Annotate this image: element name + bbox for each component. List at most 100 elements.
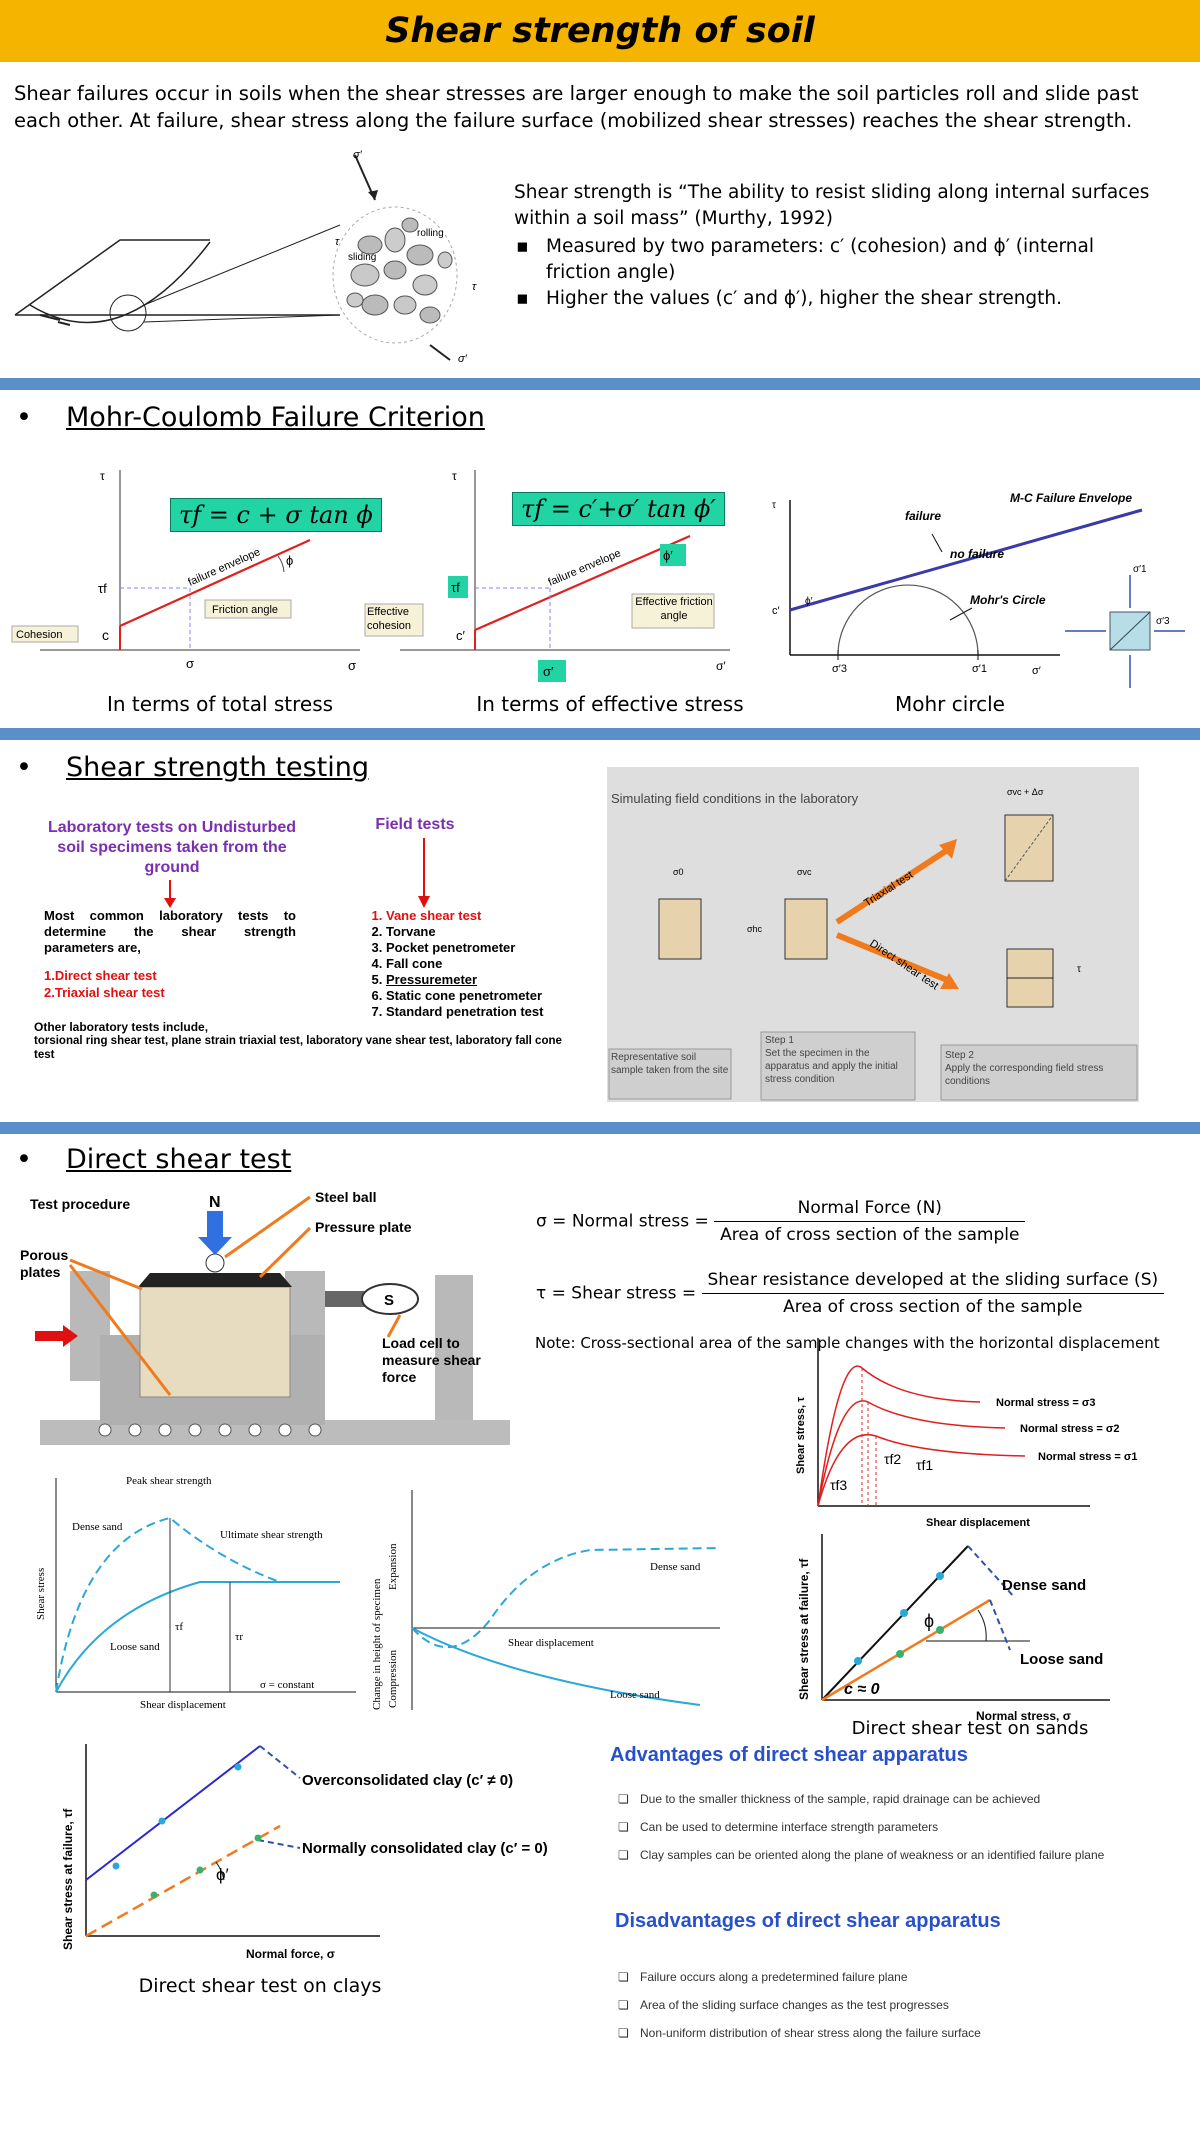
direct-shear-apparatus: Test procedure N S Steel ball Pressure p… (20, 1189, 510, 1445)
slope-line (14, 239, 210, 316)
label-el-s3: σ′3 (1156, 616, 1170, 627)
porous-pointer-bottom (68, 1264, 172, 1396)
data-point (234, 1763, 242, 1771)
mc-envelope-line (789, 508, 1143, 612)
label-phi: ϕ (286, 553, 293, 568)
label-dense: Dense sand (72, 1521, 123, 1533)
oc-clay-line (85, 1745, 261, 1881)
steel-ball-pointer (224, 1195, 311, 1259)
porous-pointer-top (69, 1258, 143, 1291)
label-direct: Direct shear test (867, 938, 940, 993)
label-compression: Compression (387, 1649, 399, 1708)
label-nc: Normally consolidated clay (c′ = 0) (302, 1840, 548, 1857)
dense-sand-curve (411, 1547, 721, 1649)
label-t3: τf3 (830, 1477, 847, 1493)
testing-heading: •Shear strength testing (16, 752, 369, 783)
shear-stress-formula: τ = Shear stress = Shear resistance deve… (536, 1270, 1165, 1317)
label-n1: Normal stress = σ1 (1038, 1451, 1138, 1463)
stress-element (1065, 575, 1185, 688)
label-tauf: τf (175, 1621, 183, 1633)
step1-text: Set the specimen in the apparatus and ap… (765, 1048, 898, 1085)
cohesion-callout (364, 603, 424, 637)
nc-clay-line (85, 1824, 281, 1938)
field-test-item: Torvane (386, 924, 543, 940)
clay-envelope-chart: ϕ′ Overconsolidated clay (c′ ≠ 0) Normal… (61, 1744, 548, 1960)
label-el-s1: σ′1 (1133, 564, 1147, 575)
specimen-1 (784, 898, 828, 960)
sigma-numerator: Normal Force (N) (714, 1198, 1026, 1222)
label-steel-ball: Steel ball (315, 1189, 376, 1205)
normal-stress-formula: σ = Normal stress = Normal Force (N) Are… (536, 1198, 1026, 1245)
label-sigma-axis: σ (348, 658, 356, 673)
definition-bullets: Measured by two parameters: c′ (cohesion… (514, 234, 1154, 312)
label-x: Normal force, σ (246, 1947, 335, 1960)
label-x: Shear displacement (140, 1699, 226, 1711)
lab-tests-heading: Laboratory tests on Undisturbed soil spe… (47, 819, 297, 876)
dense-pointer (967, 1545, 1016, 1599)
tau-lhs: τ = Shear stress = (536, 1283, 697, 1304)
load-cell (361, 1283, 419, 1315)
particle-cluster (332, 206, 458, 344)
advantages-list: Due to the smaller thickness of the samp… (618, 1792, 1138, 1876)
data-point (900, 1609, 908, 1617)
dense-sand-curve (55, 1516, 340, 1693)
lab-item: 2.Triaxial shear test (44, 985, 165, 1000)
stress-displacement-curves: Normal stress = σ3 Normal stress = σ2 No… (795, 1338, 1138, 1529)
label-dense: Dense sand (650, 1561, 701, 1573)
failure-pointer (931, 533, 943, 553)
tau-fraction: Shear resistance developed at the slidin… (701, 1270, 1165, 1317)
step2-heading: Step 2 (945, 1050, 974, 1061)
lab-tests-text: Most common laboratory tests to determin… (44, 908, 296, 955)
mohr-pointer (949, 607, 973, 621)
disadvantage-item: Failure occurs along a predetermined fai… (618, 1970, 1138, 1984)
shear-push-arrow (35, 1331, 65, 1341)
label-y: Shear stress (35, 1568, 47, 1620)
data-point (196, 1866, 204, 1874)
load-rod (325, 1291, 365, 1307)
label-S: S (384, 1292, 394, 1309)
shear-strength-definition: Shear strength is “The ability to resist… (514, 180, 1154, 312)
phi-arc (977, 1609, 987, 1642)
load-cell-text-wrap: Load cell to measure shear force (382, 1335, 481, 1385)
label-c: c ≈ 0 (844, 1681, 880, 1698)
other-tests-text: torsional ring shear test, plane strain … (34, 1035, 562, 1061)
porous-text-wrap: Porous plates (20, 1247, 68, 1280)
data-point (254, 1834, 262, 1842)
label-failure: failure (905, 509, 941, 523)
step1-box (760, 1031, 916, 1101)
mc-effective-stress-chart: τ τf c′ σ′ σ′ Effective cohesion failure… (364, 469, 730, 682)
advantage-item: Due to the smaller thickness of the samp… (618, 1792, 1138, 1806)
dense-envelope-line (821, 1545, 969, 1701)
label-tau: τ (772, 500, 776, 511)
label-loose: Loose sand (1020, 1651, 1103, 1668)
friction-callout (631, 593, 715, 629)
data-point (854, 1657, 862, 1665)
disadvantages-heading: Disadvantages of direct shear apparatus (615, 1910, 1001, 1932)
field-test-item: Fall cone (386, 956, 543, 972)
label-const: σ = constant (260, 1679, 314, 1691)
nc-pointer (257, 1839, 301, 1849)
label-tau-left: τ (335, 236, 340, 248)
label-svc-plus: σvc + Δσ (1007, 787, 1044, 797)
bullet-icon: • (16, 402, 32, 433)
advantage-item: Can be used to determine interface stren… (618, 1820, 1138, 1834)
label-friction: Friction angle (212, 604, 278, 616)
zoom-circle (109, 294, 147, 332)
sigma-lhs: σ = Normal stress = (536, 1211, 709, 1232)
slip-surface (29, 241, 211, 324)
field-test-item: Static cone penetrometer (386, 988, 543, 1004)
phi-arc (215, 1861, 225, 1881)
soil-sample (139, 1286, 291, 1398)
step0-box (608, 1048, 732, 1100)
specimen-0 (658, 898, 702, 960)
label-cohesion: Effective cohesion (367, 606, 412, 632)
label-sliding: sliding (348, 252, 376, 263)
label-sigma: σ (186, 656, 194, 671)
field-test-item: Vane shear test (386, 908, 543, 924)
loose-sand-curve (55, 1581, 340, 1693)
label-phi: ϕ′ (805, 596, 813, 607)
lab-item: 1.Direct shear test (44, 968, 157, 983)
label-s3: σ′3 (832, 663, 847, 675)
mohr-circle (837, 584, 979, 656)
panel-title: Simulating field conditions in the labor… (611, 791, 859, 806)
